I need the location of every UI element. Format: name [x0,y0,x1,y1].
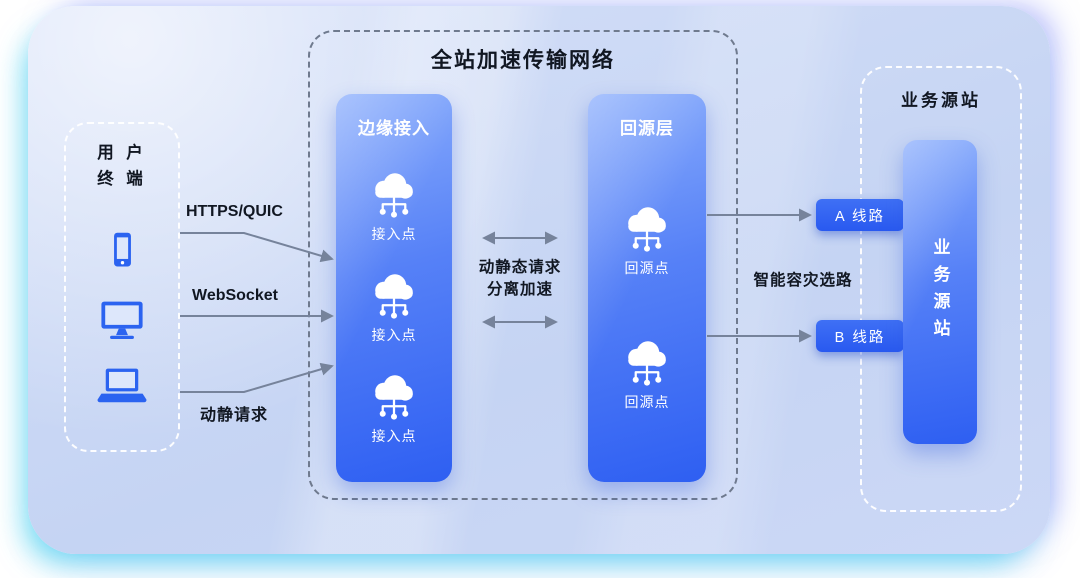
origin-panel-title: 回源层 [620,119,674,138]
laptop-icon [97,368,147,403]
origin-site-title: 业务源站 [901,91,981,110]
user-terminal-title: 用 户 终 端 [64,140,180,192]
origin-point-node: 回源点 [616,333,678,412]
background-panel [28,6,1050,554]
edge-access-panel: 边缘接入 接入点 接入点 接入点 [336,94,452,482]
dynamic-request-label: 动静请求 [200,407,269,424]
edge-panel-title: 边缘接入 [358,119,430,138]
access-point-label: 接入点 [371,226,417,242]
phone-icon [114,232,131,267]
cloud-network-icon [627,340,667,388]
acceleration-network-group [308,30,738,500]
origin-site-panel: 业务源站 [903,140,977,444]
origin-point-label: 回源点 [624,394,670,411]
cloud-network-icon [374,172,414,219]
access-point-node: 接入点 [363,266,425,345]
origin-point-label: 回源点 [624,259,670,276]
origin-panel-nodes: 回源点 回源点 [588,139,706,482]
separation-note-line1: 动静态请求 [478,259,562,276]
cloud-network-icon [627,205,667,253]
origin-site-panel-label: 业务源站 [930,238,950,346]
access-point-label: 接入点 [371,428,417,444]
line-a-badge: A 线路 [816,199,904,231]
origin-layer-panel: 回源层 回源点 回源点 [588,94,706,482]
origin-site-group [860,66,1022,512]
smart-routing-label: 智能容灾选路 [753,272,853,289]
websocket-label: WebSocket [192,287,278,304]
access-point-node: 接入点 [363,165,425,244]
access-point-label: 接入点 [371,327,417,343]
user-terminal-group [64,122,180,452]
edge-panel-nodes: 接入点 接入点 接入点 [336,139,452,482]
line-b-badge: B 线路 [816,320,904,352]
network-title: 全站加速传输网络 [431,49,615,72]
separation-acceleration-note: 动静态请求 分离加速 [450,257,590,301]
cloud-network-icon [374,273,414,320]
monitor-icon [101,301,143,339]
https-quic-label: HTTPS/QUIC [186,203,283,220]
separation-note-line2: 分离加速 [486,281,553,298]
origin-point-node: 回源点 [616,199,678,278]
cloud-network-icon [374,374,414,421]
user-terminal-title-line1: 用 户 [97,144,147,162]
access-point-node: 接入点 [363,367,425,446]
user-terminal-title-line2: 终 端 [97,170,147,188]
